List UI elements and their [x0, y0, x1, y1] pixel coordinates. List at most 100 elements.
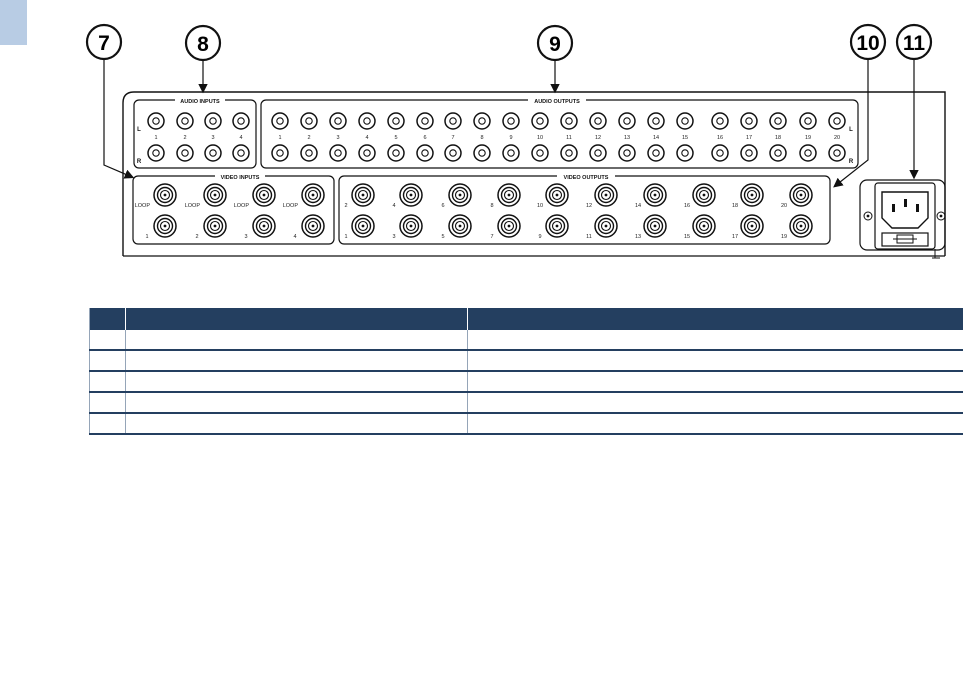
audio-output-r-17 — [740, 144, 758, 162]
video-output-20 — [789, 183, 813, 207]
audio-output-number: 1 — [278, 135, 281, 141]
audio-output-number: 10 — [537, 135, 543, 141]
video-output-17 — [740, 214, 764, 238]
video-output-12 — [594, 183, 618, 207]
audio-output-number: 9 — [509, 135, 512, 141]
audio-output-l-2 — [300, 112, 318, 130]
video-input-loop-1 — [153, 183, 177, 207]
svg-text:7: 7 — [98, 32, 110, 55]
audio-output-number: 12 — [595, 135, 601, 141]
audio-inputs-title: AUDIO INPUTS — [180, 99, 220, 105]
callout-10: 10 — [849, 23, 887, 61]
audio-output-r-7 — [444, 144, 462, 162]
right-channel-mark-out: R — [849, 159, 854, 165]
video-output-11 — [594, 214, 618, 238]
video-output-number: 4 — [392, 203, 395, 209]
audio-output-number: 4 — [365, 135, 368, 141]
video-output-8 — [497, 183, 521, 207]
callout-7: 7 — [85, 23, 123, 61]
audio-input-l-2 — [176, 112, 194, 130]
audio-output-l-9 — [502, 112, 520, 130]
video-output-number: 11 — [586, 234, 592, 240]
left-channel-mark-out: L — [849, 127, 853, 133]
audio-output-r-1 — [271, 144, 289, 162]
video-output-number: 16 — [684, 203, 690, 209]
video-output-number: 8 — [490, 203, 493, 209]
svg-text:11: 11 — [903, 32, 926, 55]
video-output-16 — [692, 183, 716, 207]
table-cell — [125, 350, 468, 372]
column-header-number — [89, 308, 126, 330]
audio-output-r-16 — [711, 144, 729, 162]
video-input-number: 2 — [195, 234, 198, 240]
table-cell — [467, 371, 963, 393]
table-cell — [125, 371, 468, 393]
table-cell — [125, 392, 468, 414]
audio-output-l-3 — [329, 112, 347, 130]
audio-output-number: 13 — [624, 135, 630, 141]
leader-10 — [833, 59, 869, 188]
audio-input-l-3 — [204, 112, 222, 130]
audio-input-r-4 — [232, 144, 250, 162]
video-input-number: 3 — [244, 234, 247, 240]
table-row — [89, 330, 963, 351]
video-output-number: 10 — [537, 203, 543, 209]
audio-output-r-18 — [769, 144, 787, 162]
video-output-10 — [545, 183, 569, 207]
rear-panel-diagram: AUDIO INPUTS AUDIO OUTPUTS VIDEO INPUTS … — [85, 23, 946, 259]
audio-outputs-title: AUDIO OUTPUTS — [534, 99, 580, 105]
video-input-number: 4 — [293, 234, 296, 240]
audio-output-l-6 — [416, 112, 434, 130]
video-output-2 — [351, 183, 375, 207]
video-output-number: 15 — [684, 234, 690, 240]
audio-output-r-12 — [589, 144, 607, 162]
video-output-13 — [643, 214, 667, 238]
audio-input-number: 2 — [183, 135, 186, 141]
audio-output-r-4 — [358, 144, 376, 162]
video-output-number: 18 — [732, 203, 738, 209]
video-input-1 — [153, 214, 177, 238]
table-cell — [467, 330, 963, 351]
table-row — [89, 371, 963, 393]
audio-output-l-8 — [473, 112, 491, 130]
audio-output-l-18 — [769, 112, 787, 130]
audio-output-l-15 — [676, 112, 694, 130]
audio-output-l-19 — [799, 112, 817, 130]
audio-input-l-1 — [147, 112, 165, 130]
video-input-3 — [252, 214, 276, 238]
table-cell — [89, 413, 126, 435]
callout-8: 8 — [184, 24, 222, 62]
video-input-number: 1 — [145, 234, 148, 240]
audio-output-r-9 — [502, 144, 520, 162]
audio-input-r-2 — [176, 144, 194, 162]
audio-output-l-11 — [560, 112, 578, 130]
video-output-5 — [448, 214, 472, 238]
table-row — [89, 350, 963, 372]
audio-input-r-1 — [147, 144, 165, 162]
table-cell — [89, 350, 126, 372]
video-input-loop-4 — [301, 183, 325, 207]
audio-output-l-16 — [711, 112, 729, 130]
audio-output-r-14 — [647, 144, 665, 162]
audio-output-number: 6 — [423, 135, 426, 141]
audio-output-r-3 — [329, 144, 347, 162]
page-tab-marker — [0, 0, 27, 45]
audio-output-number: 20 — [834, 135, 840, 141]
audio-output-l-4 — [358, 112, 376, 130]
loop-label: LOOP — [283, 203, 299, 209]
audio-input-number: 3 — [211, 135, 214, 141]
video-outputs-title: VIDEO OUTPUTS — [564, 175, 609, 181]
audio-output-r-15 — [676, 144, 694, 162]
audio-output-l-17 — [740, 112, 758, 130]
audio-output-number: 16 — [717, 135, 723, 141]
video-input-2 — [203, 214, 227, 238]
video-output-number: 14 — [635, 203, 641, 209]
audio-output-l-12 — [589, 112, 607, 130]
video-output-14 — [643, 183, 667, 207]
audio-input-number: 1 — [154, 135, 157, 141]
video-input-loop-3 — [252, 183, 276, 207]
right-channel-mark-in: R — [137, 159, 142, 165]
audio-output-l-5 — [387, 112, 405, 130]
audio-output-r-13 — [618, 144, 636, 162]
audio-input-l-4 — [232, 112, 250, 130]
